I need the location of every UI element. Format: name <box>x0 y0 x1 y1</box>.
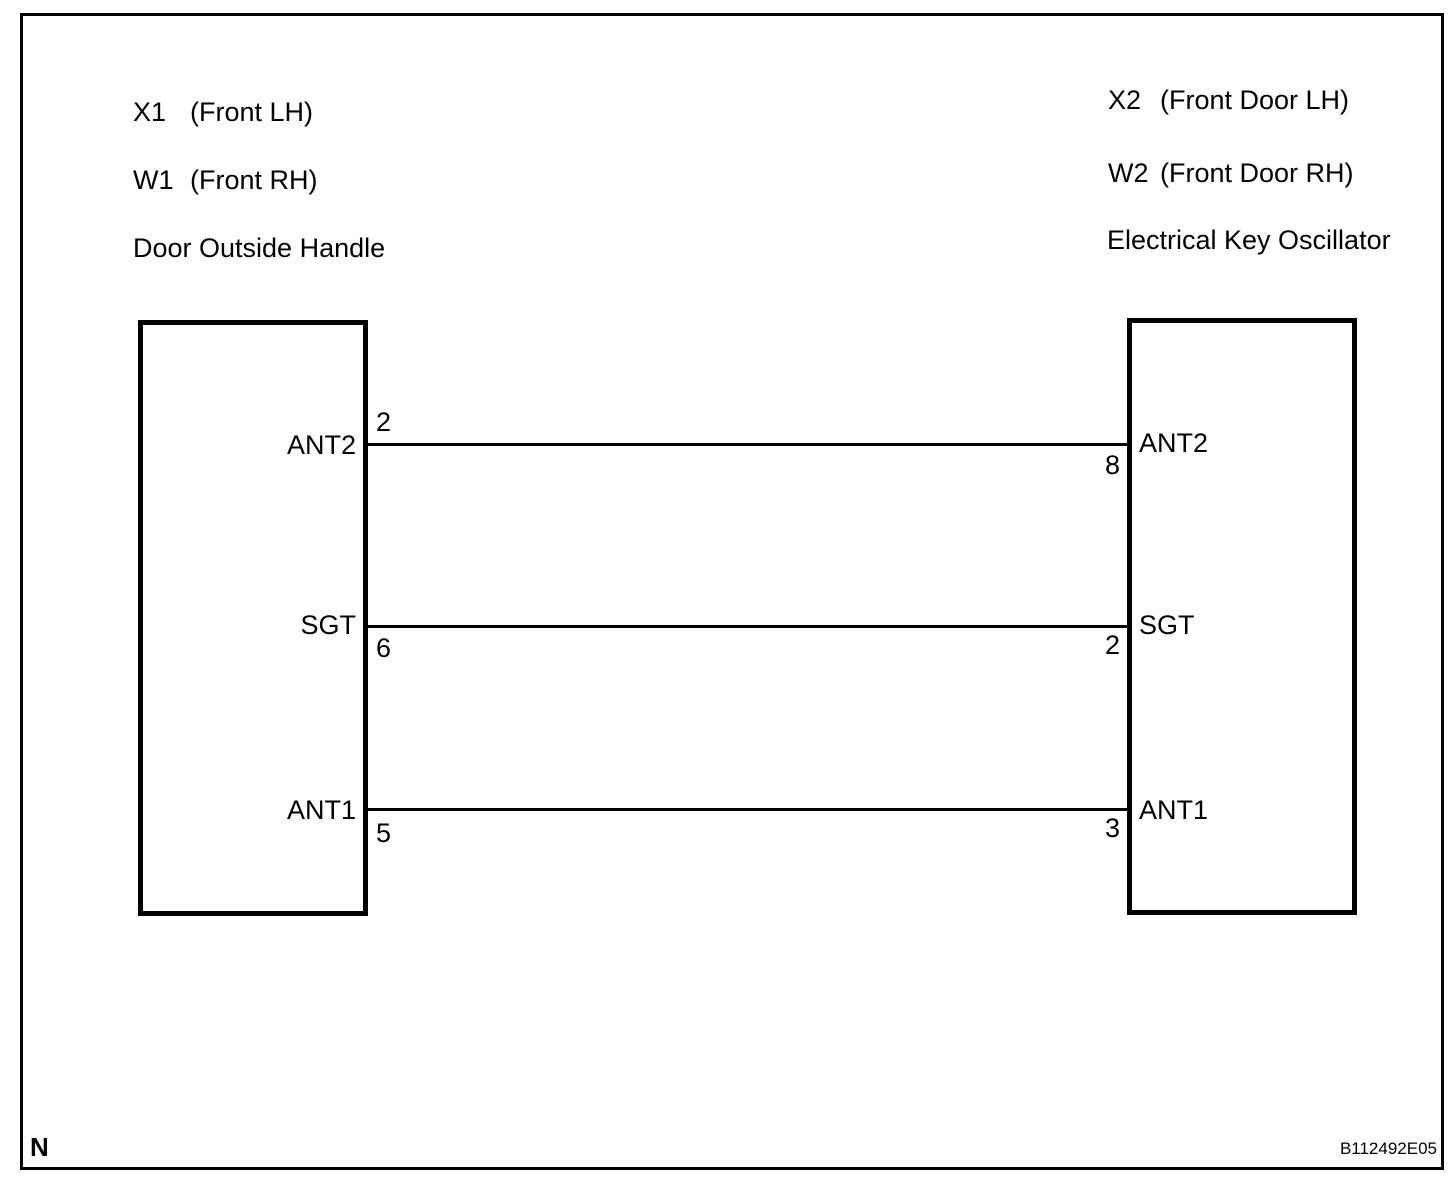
wire-ant1 <box>366 808 1129 811</box>
pin-label-right-ant2: ANT2 <box>1139 428 1209 458</box>
pin-number-left-ant2: 2 <box>376 407 392 437</box>
connector-location: (Front Door LH) <box>1160 85 1350 115</box>
connector-location: (Front LH) <box>190 97 314 127</box>
pin-number-right-ant1: 3 <box>1104 813 1120 843</box>
connector-location: (Front Door RH) <box>1160 158 1354 188</box>
right-component-title: Electrical Key Oscillator <box>1107 225 1391 255</box>
wire-ant2 <box>366 443 1129 446</box>
right-connector-box <box>1127 318 1357 915</box>
right-connector-ref-1: X2 (Front Door LH) <box>1108 84 1349 116</box>
pin-label-right-ant1: ANT1 <box>1139 795 1209 825</box>
pin-label-left-sgt: SGT <box>300 610 356 640</box>
connector-location: (Front RH) <box>190 165 318 195</box>
right-connector-ref-2: W2 (Front Door RH) <box>1108 157 1354 189</box>
pin-number-right-sgt: 2 <box>1104 630 1120 660</box>
note-n-label: N <box>30 1132 49 1162</box>
left-connector-ref-2: W1 (Front RH) <box>133 164 318 196</box>
pin-number-left-ant1: 5 <box>376 818 392 848</box>
left-connector-box <box>138 320 368 916</box>
connector-code: X1 <box>133 97 167 127</box>
pin-label-left-ant2: ANT2 <box>286 430 356 460</box>
left-component-title: Door Outside Handle <box>133 233 386 263</box>
connector-code: W1 <box>133 165 174 195</box>
doc-code-label: B112492E05 <box>1339 1139 1437 1158</box>
wire-sgt <box>366 625 1129 628</box>
diagram-border <box>20 13 1444 1170</box>
connector-code: X2 <box>1108 85 1142 115</box>
pin-number-left-sgt: 6 <box>376 633 392 663</box>
left-connector-ref-1: X1 (Front LH) <box>133 96 313 128</box>
connector-code: W2 <box>1108 158 1149 188</box>
pin-number-right-ant2: 8 <box>1104 450 1120 480</box>
pin-label-left-ant1: ANT1 <box>286 795 356 825</box>
pin-label-right-sgt: SGT <box>1139 610 1195 640</box>
